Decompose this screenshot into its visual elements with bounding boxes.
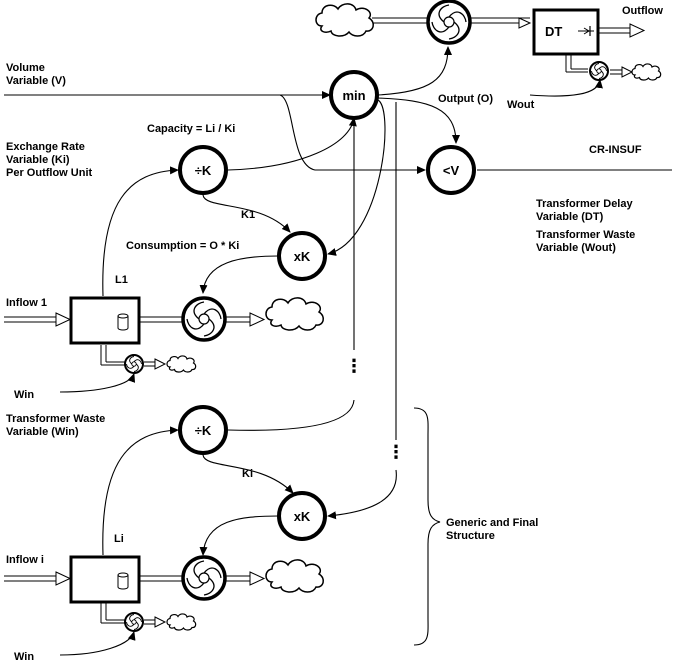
win2-label: Win: [14, 651, 34, 663]
top-cloud-icon: [315, 3, 375, 37]
multiply-k-label-i: xK: [294, 509, 311, 524]
cr-insuf-label: CR-INSUF: [589, 144, 642, 156]
divide-k-node-i[interactable]: [178, 405, 228, 455]
inflow-1-tank-icon: [117, 313, 129, 331]
volume-to-ltv-line: [279, 94, 426, 174]
inflow-i-box[interactable]: [69, 555, 141, 604]
generic-label-2: Structure: [446, 530, 495, 542]
exchange-label-2: Variable (Ki): [6, 154, 70, 166]
generic-label-1: Generic and Final: [446, 517, 538, 529]
waste-in-label-2: Variable (Win): [6, 426, 79, 438]
outflow-arrowhead: [629, 23, 646, 38]
consumption-label: Consumption = O * Ki: [126, 240, 239, 252]
generic-structure-brace: [413, 407, 441, 646]
inflow-1-box[interactable]: [69, 296, 141, 345]
win1-to-valve-line: [59, 373, 136, 393]
win2-valve-icon[interactable]: [124, 612, 144, 632]
ki-label: Ki: [242, 468, 253, 480]
min-node-label: min: [342, 88, 365, 103]
outflow-valve-icon[interactable]: [426, 0, 472, 45]
inflow1-in-arrowhead: [55, 312, 72, 327]
inflow1-to-divk1-line: [102, 166, 179, 297]
delay-label-2: Variable (DT): [536, 211, 604, 223]
waste-in-label-1: Transformer Waste: [6, 413, 105, 425]
divide-k-label-1: ÷K: [195, 163, 212, 178]
min-to-mulki-line: [327, 469, 397, 520]
capacity-label: Capacity = Li / Ki: [147, 123, 235, 135]
divk1-to-mulk1-line: [202, 194, 291, 233]
delay-box-label: DT: [545, 24, 562, 39]
waste-out-label-1: Transformer Waste: [536, 229, 635, 241]
inflow-i-label: Inflow i: [6, 554, 44, 566]
wout-to-valve-line: [529, 79, 603, 97]
min-to-outflow-valve-line: [377, 46, 452, 96]
divki-to-mulki-line: [202, 454, 294, 494]
mulki-to-valvei-line: [199, 515, 279, 556]
inflowi-in-arrowhead: [55, 571, 72, 586]
volume-label-2: Variable (V): [6, 75, 66, 87]
inflow-1-valve-icon[interactable]: [181, 296, 227, 342]
output-label: Output (O): [438, 93, 493, 105]
divide-k-label-i: ÷K: [195, 423, 212, 438]
li-label: Li: [114, 533, 124, 545]
min-to-ltv-line: [377, 97, 460, 144]
inflowi-to-divki-line: [102, 426, 179, 556]
volume-label-1: Volume: [6, 62, 45, 74]
multiply-k-label-1: xK: [294, 249, 311, 264]
k1-label: K1: [241, 209, 255, 221]
wout-valve-icon[interactable]: [589, 61, 609, 81]
multiply-k-node-1[interactable]: [277, 231, 327, 281]
inflowi-out-arrowhead: [249, 571, 266, 586]
inflow-i-cloud-icon: [265, 559, 325, 593]
win2-cloud-icon: [166, 613, 197, 631]
less-than-v-label: <V: [443, 163, 460, 178]
min-to-mulk1-line: [327, 99, 386, 256]
ellipsis-2: ⋮: [387, 442, 405, 462]
win1-cloud-icon: [166, 355, 197, 373]
ellipsis-1: ⋮: [345, 356, 363, 376]
multiply-k-node-i[interactable]: [277, 491, 327, 541]
divk1-to-min-line: [227, 117, 357, 171]
delay-label-1: Transformer Delay: [536, 198, 633, 210]
inflow-1-cloud-icon: [265, 297, 325, 331]
divki-to-min-line: [227, 399, 355, 431]
inflow1-label: Inflow 1: [6, 297, 47, 309]
divide-k-node-1[interactable]: [178, 145, 228, 195]
min-node[interactable]: [329, 70, 379, 120]
inflow-i-tank-icon: [117, 572, 129, 590]
win2-to-valve-line: [59, 631, 136, 656]
win1-valve-icon[interactable]: [124, 354, 144, 374]
win1-arrowhead: [154, 358, 167, 370]
mulk1-to-valve1-line: [199, 255, 279, 294]
wout-arrowhead: [621, 66, 634, 78]
wout-label: Wout: [507, 99, 535, 111]
delay-box[interactable]: [532, 8, 600, 56]
waste-out-label-2: Variable (Wout): [536, 242, 616, 254]
inflow-i-valve-icon[interactable]: [181, 555, 227, 601]
wout-cloud-icon: [631, 63, 662, 81]
inflow1-out-arrowhead: [249, 312, 266, 327]
exchange-label-1: Exchange Rate: [6, 141, 85, 153]
outflow-label: Outflow: [622, 5, 663, 17]
less-than-v-node[interactable]: [426, 145, 476, 195]
win1-label: Win: [14, 389, 34, 401]
exchange-label-3: Per Outflow Unit: [6, 167, 93, 179]
l1-label: L1: [115, 274, 128, 286]
win2-arrowhead: [154, 616, 167, 628]
delay-marker-icon: [578, 26, 594, 36]
